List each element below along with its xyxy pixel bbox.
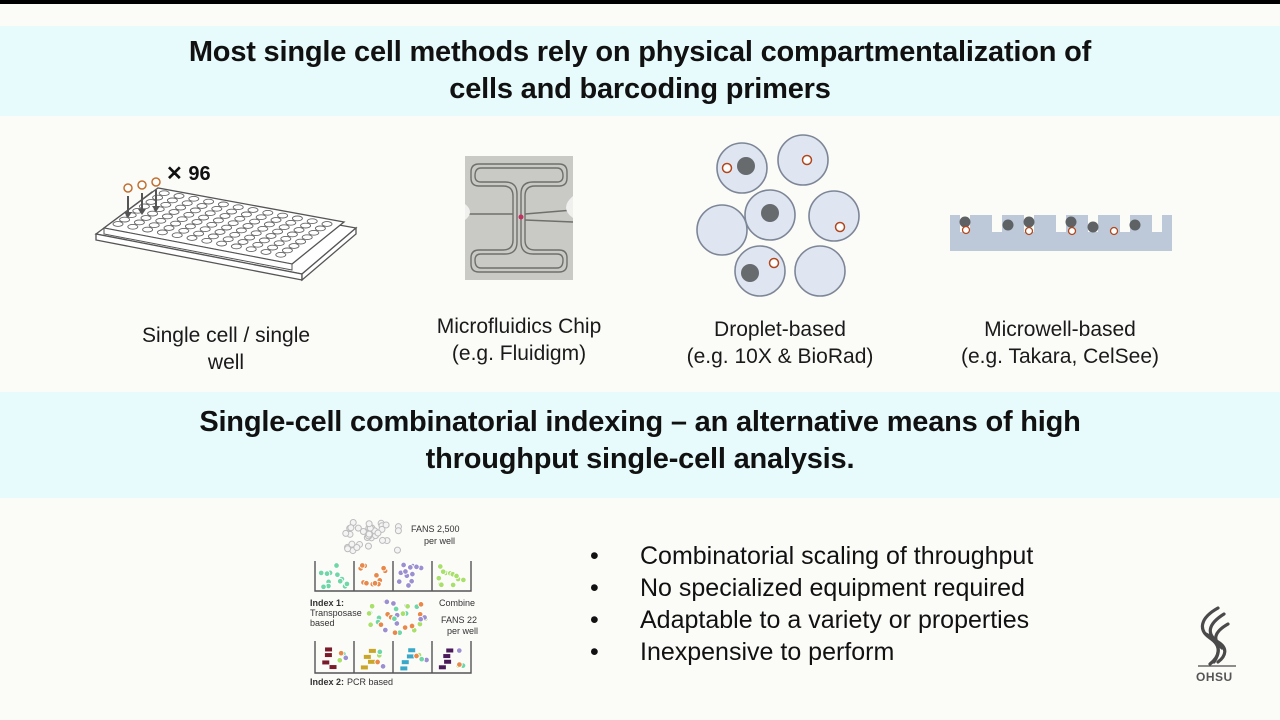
- list-item: •Adaptable to a variety or properties: [590, 606, 1030, 634]
- title-bottom-line2: throughput single-cell analysis.: [425, 443, 855, 475]
- list-item: •Inexpensive to perform: [590, 638, 895, 666]
- fans-mid-label: FANS 22: [441, 615, 477, 625]
- ohsu-flame-icon: [1198, 606, 1236, 667]
- index1-label: Index 1:: [310, 598, 344, 608]
- title-top-line1: Most single cell methods rely on physica…: [188, 36, 1092, 68]
- combine-label: Combine: [439, 598, 475, 608]
- ohsu-logo-text: OHSU: [1196, 670, 1233, 684]
- caption-microwell: Microwell-based (e.g. Takara, CelSee): [960, 318, 1160, 368]
- svg-text:per well: per well: [447, 626, 478, 636]
- times-96-label: ✕ 96: [166, 163, 211, 185]
- svg-text:Transposase: Transposase: [310, 608, 362, 618]
- combinatorial-indexing-figure: FANS 2,500 per well Index 1: Transposase…: [310, 519, 478, 687]
- list-item: •No specialized equipment required: [590, 574, 1025, 602]
- microfluidics-chip-figure: [465, 156, 573, 280]
- title-band-top: [0, 26, 1280, 116]
- cell-drop-arrows: [123, 177, 161, 218]
- title-band-bottom: [0, 392, 1280, 498]
- fans-top-sub: per well: [424, 536, 455, 546]
- microwell-figure: [950, 215, 1172, 251]
- caption-droplet: Droplet-based (e.g. 10X & BioRad): [686, 318, 874, 368]
- list-item: •Combinatorial scaling of throughput: [590, 542, 1034, 570]
- index2-label: Index 2:PCR based: [310, 677, 393, 687]
- droplet-figure: [696, 134, 860, 297]
- slide-title-top: Most single cell methods rely on physica…: [0, 34, 1280, 108]
- caption-single-well: Single cell / single well: [141, 324, 311, 374]
- slide-title-bottom: Single-cell combinatorial indexing – an …: [0, 404, 1280, 478]
- title-bottom-line1: Single-cell combinatorial indexing – an …: [199, 406, 1081, 438]
- svg-text:based: based: [310, 618, 335, 628]
- benefits-list: •Combinatorial scaling of throughput •No…: [590, 540, 1033, 668]
- title-top-line2: cells and barcoding primers: [449, 73, 831, 105]
- well-plate-icon: [94, 187, 358, 282]
- well-plate-figure: ✕ 96: [94, 163, 358, 282]
- caption-microfluidics: Microfluidics Chip (e.g. Fluidigm): [436, 315, 602, 365]
- fans-top-label: FANS 2,500: [411, 524, 460, 534]
- top-border: [0, 0, 1280, 4]
